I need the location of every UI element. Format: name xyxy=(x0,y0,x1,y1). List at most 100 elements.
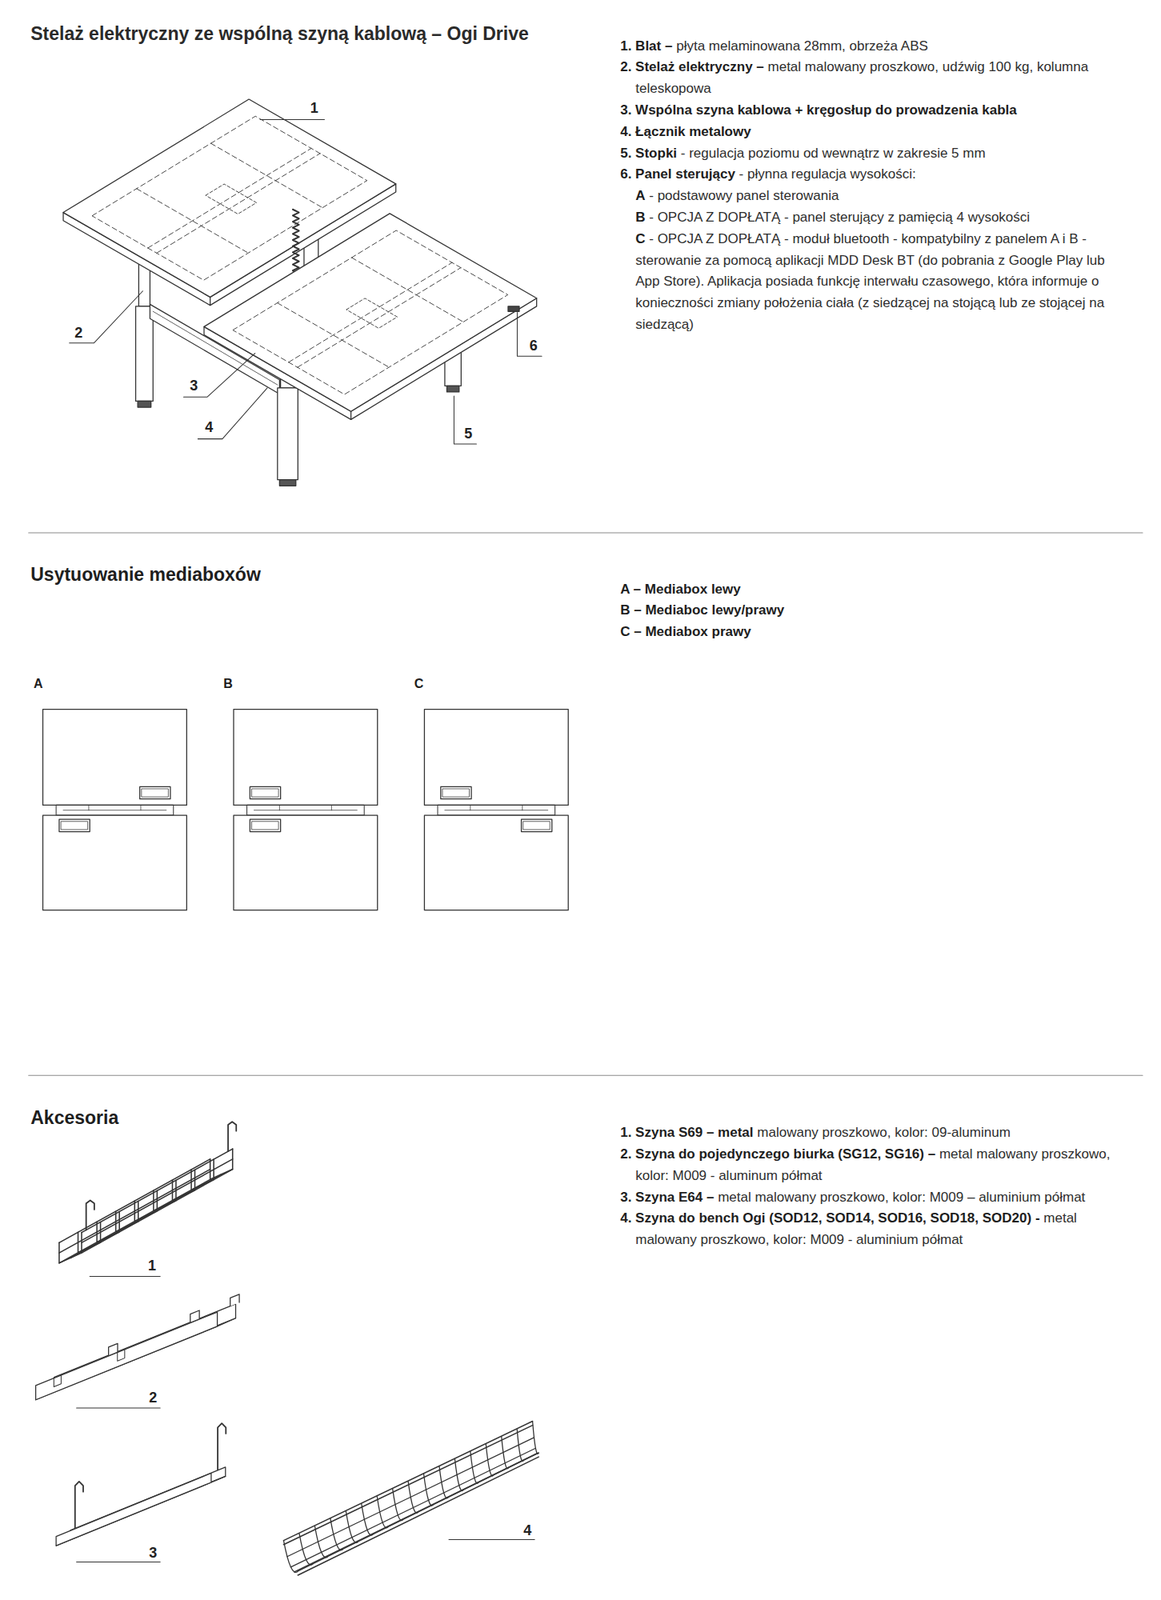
hidden-frame xyxy=(232,230,509,395)
description-text: metal malowany proszkowo, kolor: M009 – … xyxy=(717,1189,1085,1206)
bench-basket xyxy=(287,1437,535,1558)
hidden-socket xyxy=(205,184,257,214)
leg-foot xyxy=(279,480,296,487)
cable-rail xyxy=(437,804,556,816)
diagram-letter: C xyxy=(414,676,439,693)
description-text: płyta melaminowana 28mm, obrzeża ABS xyxy=(676,38,929,54)
bench-basket xyxy=(283,1425,533,1546)
leader-line xyxy=(260,119,325,121)
page-title: Stelaż elektryczny ze wspólną szyną kabl… xyxy=(30,22,529,45)
bench-basket xyxy=(392,1488,404,1521)
bench-basket xyxy=(423,1473,433,1506)
text-row: 1. Szyna S69 – metalmalowany proszkowo, … xyxy=(620,1122,1125,1145)
bold-label: Usytuowanie mediaboxów xyxy=(30,564,261,585)
bench-basket xyxy=(283,1421,533,1542)
hidden-frame xyxy=(277,303,390,368)
text-row: 3. Wspólna szyna kablowa + kręgosłup do … xyxy=(620,100,1125,122)
bold-label: 2. Szyna do pojedynczego biurka (SG12, S… xyxy=(620,1146,936,1162)
callout-number: 2 xyxy=(148,1390,157,1406)
bold-label: B xyxy=(635,209,645,225)
cable-rail xyxy=(140,804,141,810)
mediabox xyxy=(249,786,281,799)
bench-basket xyxy=(314,1525,329,1558)
bold-label: B – Mediaboc lewy/prawy xyxy=(620,602,785,618)
hidden-frame xyxy=(297,268,461,369)
cable-rail xyxy=(56,804,174,816)
section-heading: Usytuowanie mediaboxów xyxy=(30,563,511,586)
text-row: C – Mediabox prawy xyxy=(620,621,1021,644)
bench-basket xyxy=(297,1457,539,1576)
bold-label: C xyxy=(414,676,425,691)
bench-basket xyxy=(439,1465,449,1498)
bench-basket xyxy=(485,1443,494,1477)
wire-basket xyxy=(59,1179,211,1264)
leg-column xyxy=(136,306,154,402)
callout-number: 3 xyxy=(148,1545,157,1561)
callout-number: 6 xyxy=(529,338,538,353)
callout-number: 1 xyxy=(310,100,319,116)
cable-rail xyxy=(253,809,357,811)
bold-label: 4. Łącznik metalowy xyxy=(620,124,751,140)
mediabox-legend: A – Mediabox lewyB – Mediaboc lewy/prawy… xyxy=(620,579,1021,644)
mediabox xyxy=(59,819,90,832)
tray-tab xyxy=(230,1294,240,1307)
text-row: B- OPCJA Z DOPŁATĄ - panel sterujący z p… xyxy=(620,207,1125,229)
cable-tray xyxy=(56,1473,212,1547)
text-row: C- OPCJA Z DOPŁATĄ - moduł bluetooth - k… xyxy=(620,228,1125,337)
bench-basket xyxy=(294,1453,537,1573)
bench-basket xyxy=(532,1421,540,1455)
leader-line xyxy=(76,1561,161,1563)
bench-basket xyxy=(376,1496,389,1529)
bold-label: 4. Szyna do bench Ogi (SOD12, SOD14, SOD… xyxy=(620,1210,1040,1226)
desk-plan xyxy=(233,709,378,806)
desktop xyxy=(204,213,537,412)
text-row: 4. Szyna do bench Ogi (SOD12, SOD14, SOD… xyxy=(620,1208,1125,1252)
bold-label: 6. Panel sterujący xyxy=(620,166,736,182)
mediabox-diagrams xyxy=(43,709,569,911)
mediabox xyxy=(61,821,89,830)
text-row: 3. Szyna E64 –metal malowany proszkowo, … xyxy=(620,1187,1125,1210)
text-row: 5. Stopki- regulacja poziomu od wewnątrz… xyxy=(620,143,1125,165)
hidden-frame xyxy=(148,148,312,249)
divider-line xyxy=(28,532,1143,533)
callout-number: 4 xyxy=(204,420,213,435)
section-heading: Akcesoria xyxy=(30,1106,511,1129)
divider-line xyxy=(28,1075,1143,1077)
bold-label: C xyxy=(635,231,645,247)
text-row: A- podstawowy panel sterowania xyxy=(620,185,1125,208)
spec-list: 1. Blat –płyta melaminowana 28mm, obrzeż… xyxy=(620,36,1125,337)
desk-illustration xyxy=(63,99,537,486)
wire-basket xyxy=(210,1148,233,1180)
bold-label: 2. Stelaż elektryczny – xyxy=(620,59,765,75)
accessory-list: 1. Szyna S69 – metalmalowany proszkowo, … xyxy=(620,1122,1125,1252)
text-row: 4. Łącznik metalowy xyxy=(620,121,1125,144)
text-row: 2. Szyna do pojedynczego biurka (SG12, S… xyxy=(620,1144,1125,1188)
cable-rail xyxy=(63,809,167,811)
bench-basket xyxy=(501,1436,509,1470)
text-row: B – Mediaboc lewy/prawy xyxy=(620,600,1021,622)
leader-line xyxy=(197,388,268,440)
tray-hook xyxy=(217,1423,226,1471)
cable-tray xyxy=(36,1312,218,1401)
diagram-letter: A xyxy=(33,676,58,693)
cable-rail xyxy=(444,809,549,811)
basket-hook xyxy=(228,1121,237,1152)
hidden-frame xyxy=(288,262,453,363)
mediabox xyxy=(521,819,553,832)
description-text: - płynna regulacja wysokości: xyxy=(739,166,917,182)
text-row: A xyxy=(33,676,58,693)
tray-notch xyxy=(53,1375,61,1387)
bold-label: Akcesoria xyxy=(30,1107,119,1129)
bench-basket xyxy=(470,1451,479,1484)
hidden-socket xyxy=(346,298,398,329)
text-row: 6. Panel sterujący- płynna regulacja wys… xyxy=(620,164,1125,186)
text-row: Akcesoria xyxy=(30,1106,511,1129)
leg-foot xyxy=(137,400,152,408)
mediabox xyxy=(523,821,550,830)
bold-label: B xyxy=(223,676,233,691)
cable-rail xyxy=(331,804,333,810)
bold-label: C – Mediabox prawy xyxy=(620,624,751,640)
cable-rail xyxy=(469,804,471,810)
description-text: - OPCJA Z DOPŁATĄ - moduł bluetooth - ko… xyxy=(635,231,1105,333)
hidden-frame xyxy=(211,143,324,208)
